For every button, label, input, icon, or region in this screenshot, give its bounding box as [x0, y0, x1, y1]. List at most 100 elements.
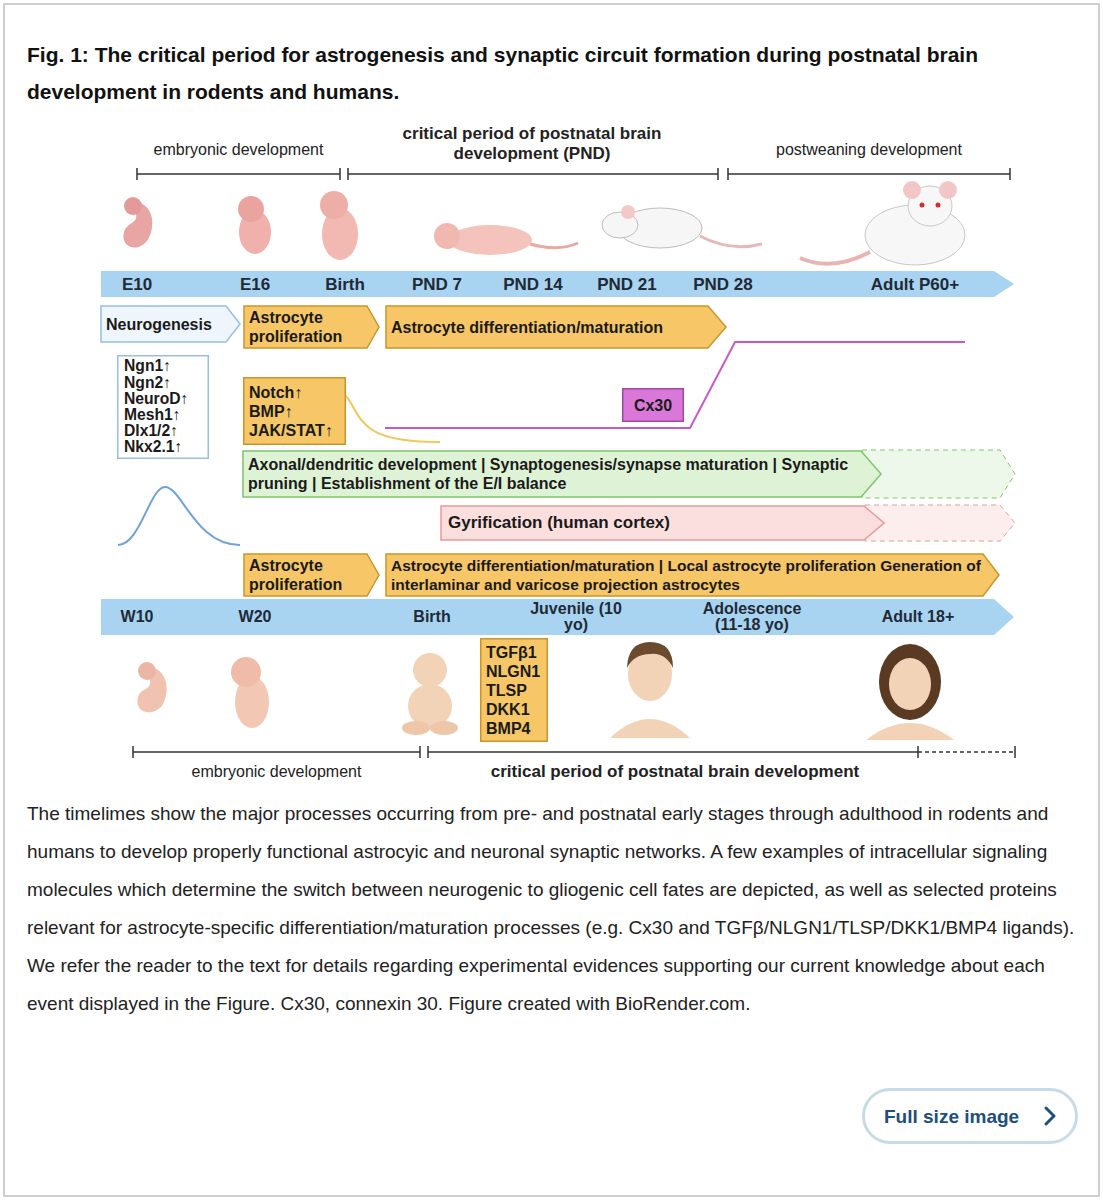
list-item: NeuroD↑ — [124, 391, 205, 407]
bracket-line — [348, 173, 718, 175]
juvenile-hair — [627, 642, 673, 668]
adult-hair — [879, 644, 941, 720]
text-group: Astrocyte proliferation — [249, 308, 366, 346]
chevron-icon — [1046, 1108, 1054, 1124]
text-group: Cx30 — [626, 396, 680, 415]
bracket-line — [428, 751, 918, 753]
bracket-tick — [1009, 168, 1011, 180]
embryo-head — [124, 197, 142, 215]
list-item: BMP↑ — [249, 402, 342, 421]
text-group: Neurogenesis — [106, 315, 225, 334]
node-label: Full size image — [884, 1105, 1036, 1128]
rodent-timeline: E10E16BirthPND 7PND 14PND 21PND 28Adult … — [100, 270, 1015, 298]
figure-title: Fig. 1: The critical period for astrogen… — [27, 36, 1087, 110]
list-item: Cx30 — [626, 396, 680, 415]
marker-box: Cx30 — [622, 388, 684, 422]
baby-leg — [430, 721, 458, 735]
shape-outline — [386, 306, 726, 348]
node-label: Gyrification (human cortex) — [448, 513, 861, 533]
figure-frame — [4, 4, 1099, 1196]
baby-leg — [402, 721, 430, 735]
list-item: Mesh1↑ — [124, 407, 205, 423]
node-content: Ngn1↑Ngn2↑NeuroD↑Mesh1↑Dlx1/2↑Nkx2.1↑ — [117, 355, 209, 459]
period-brackets — [133, 168, 1015, 758]
list-item: Ngn2↑ — [124, 375, 205, 391]
neurogenesis-curve — [118, 487, 240, 545]
node-content: Gyrification (human cortex) — [440, 505, 885, 541]
pup-head — [434, 223, 460, 249]
period-label: embryonic development — [133, 762, 420, 781]
bracket-line — [728, 173, 1010, 175]
bracket-line — [133, 751, 420, 753]
process-arrow: Neurogenesis — [100, 305, 241, 343]
timepoint-label: Birth — [325, 276, 365, 293]
rat-ear — [903, 181, 921, 199]
list-item: Ngn1↑ — [124, 358, 205, 374]
bracket-tick — [136, 168, 138, 180]
baby-head — [413, 653, 447, 687]
node-content: Astrocyte proliferation — [243, 305, 380, 349]
embryo-head — [138, 662, 156, 680]
list-item: Notch↑ — [249, 383, 342, 402]
text-group: Astrocyte differentiation/maturation — [391, 318, 707, 337]
cx30-expression-line — [385, 342, 965, 428]
node-content: Notch↑BMP↑JAK/STAT↑ — [243, 377, 346, 445]
human-timeline: W10W20BirthJuvenile (10 yo)Adolescence (… — [100, 598, 1015, 636]
timepoint-label: Juvenile (10 yo) — [521, 601, 631, 633]
shape-outline — [244, 554, 379, 596]
dashed-continuation — [862, 450, 1015, 498]
text-group: Astrocyte proliferation — [249, 556, 366, 594]
node-label: Astrocyte differentiation/maturation | L… — [391, 556, 982, 594]
shape-outline — [243, 451, 881, 497]
shape-outline — [441, 506, 884, 540]
adult-face — [889, 658, 931, 710]
node-content: Full size image — [862, 1088, 1078, 1144]
shape-outline — [118, 356, 209, 459]
shape-outline — [386, 554, 999, 596]
fetus-head — [231, 657, 261, 687]
pup-tail — [530, 243, 578, 248]
bracket-tick — [339, 168, 341, 180]
ligand-list-box: TGFβ1NLGN1TLSPDKK1BMP4 — [480, 638, 548, 742]
period-label: postweaning development — [728, 140, 1010, 159]
signal-list-box: Ngn1↑Ngn2↑NeuroD↑Mesh1↑Dlx1/2↑Nkx2.1↑ — [117, 355, 209, 459]
timepoint-label: PND 28 — [693, 276, 753, 293]
shape-outline — [244, 378, 346, 445]
signal-list-box: Notch↑BMP↑JAK/STAT↑ — [243, 377, 346, 445]
rat-tail — [800, 252, 870, 264]
node-label: Neurogenesis — [106, 315, 225, 334]
shape-outline — [623, 389, 684, 422]
list-item: NLGN1 — [486, 662, 544, 681]
node-label: Astrocyte proliferation — [249, 308, 366, 346]
process-arrow: Astrocyte proliferation — [243, 553, 380, 597]
timepoint-label: W10 — [82, 609, 192, 625]
node-content: Cx30 — [622, 388, 684, 422]
rodent-figures — [123, 181, 965, 265]
list-item: BMP4 — [486, 719, 544, 738]
list-item: TLSP — [486, 681, 544, 700]
process-arrow: Astrocyte differentiation/maturation — [385, 305, 727, 349]
node-label: Astrocyte proliferation — [249, 556, 366, 594]
rat-eye — [920, 203, 925, 208]
timepoint-label: Birth — [377, 609, 487, 625]
period-label: embryonic development — [137, 140, 340, 159]
timepoint-label: PND 21 — [597, 276, 657, 293]
node-content: Astrocyte differentiation/maturation | L… — [385, 553, 1000, 597]
button-outline — [864, 1090, 1077, 1143]
list-item: Nkx2.1↑ — [124, 439, 205, 455]
shape-outline — [101, 306, 240, 342]
node-label: Astrocyte differentiation/maturation — [391, 318, 707, 337]
figure-caption: The timelimes show the major processes o… — [27, 795, 1082, 1023]
list-item: JAK/STAT↑ — [249, 421, 342, 440]
node-content: TGFβ1NLGN1TLSPDKK1BMP4 — [480, 638, 548, 742]
link-button: Full size image — [862, 1088, 1078, 1144]
timepoint-label: Adult 18+ — [863, 609, 973, 625]
bracket-tick — [717, 168, 719, 180]
period-label: critical period of postnatal brain devel… — [432, 762, 918, 782]
list-item: Dlx1/2↑ — [124, 423, 205, 439]
bracket-line — [137, 173, 340, 175]
bracket-tick — [1014, 746, 1016, 758]
process-arrow: Axonal/dendritic development | Synaptoge… — [242, 450, 882, 498]
bracket-tick — [132, 746, 134, 758]
